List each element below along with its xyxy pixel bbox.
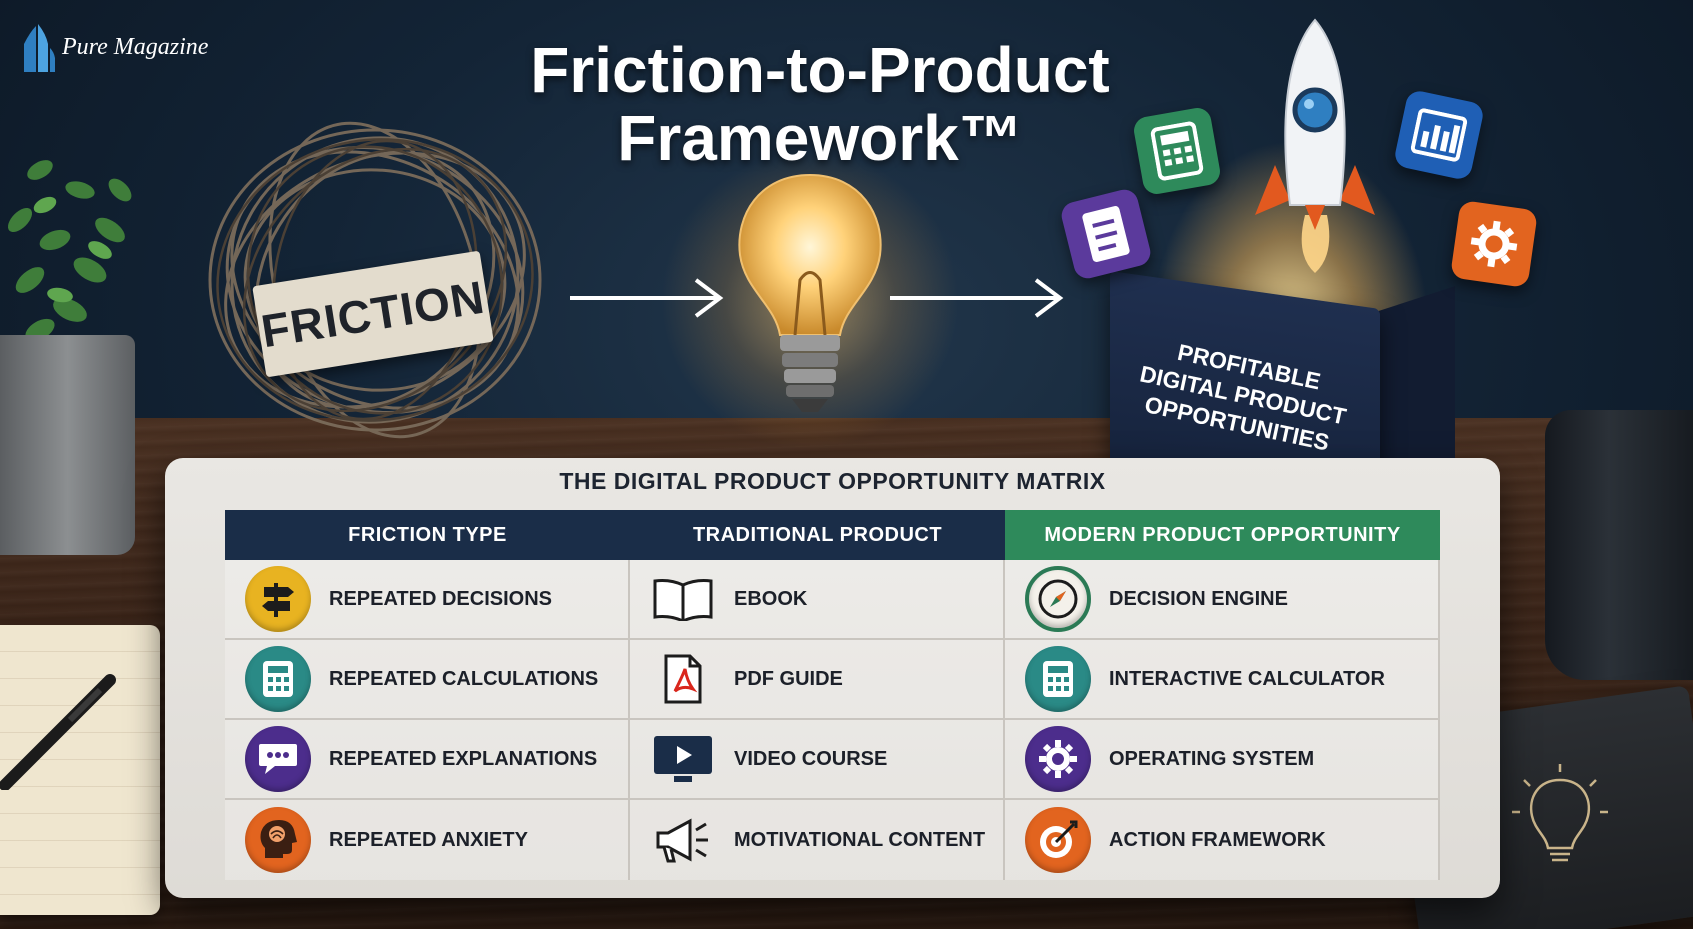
traditional-label: MOTIVATIONAL CONTENT — [734, 828, 986, 851]
modern-label: ACTION FRAMEWORK — [1109, 828, 1326, 851]
header-friction-type: FRICTION TYPE — [225, 510, 630, 560]
traditional-label: EBOOK — [734, 587, 808, 610]
modern-label: DECISION ENGINE — [1109, 587, 1288, 610]
pen-icon — [0, 674, 116, 790]
plant-pot — [0, 335, 135, 555]
traditional-label: VIDEO COURSE — [734, 747, 888, 770]
megaphone-icon — [650, 812, 716, 868]
table-cell: PDF GUIDE — [630, 640, 1005, 720]
brand-name: Pure Magazine — [62, 33, 209, 60]
checklist-icon — [1058, 186, 1154, 282]
modern-label: OPERATING SYSTEM — [1109, 747, 1315, 770]
table-cell: REPEATED CALCULATIONS — [225, 640, 630, 720]
calculator-icon — [245, 646, 311, 712]
open-book-icon — [650, 571, 716, 627]
table-cell: REPEATED DECISIONS — [225, 560, 630, 640]
matrix-title: THE DIGITAL PRODUCT OPPORTUNITY MATRIX — [559, 468, 1106, 494]
opportunity-matrix-card: THE DIGITAL PRODUCT OPPORTUNITY MATRIX F… — [165, 458, 1500, 898]
arrow-right-icon — [570, 278, 724, 318]
header-modern-opportunity: MODERN PRODUCT OPPORTUNITY — [1005, 510, 1440, 560]
potted-plant-icon — [7, 160, 132, 342]
skyline-logo-icon — [24, 24, 55, 72]
table-cell: INTERACTIVE CALCULATOR — [1005, 640, 1440, 720]
table-cell: MOTIVATIONAL CONTENT — [630, 800, 1005, 880]
page-title: Friction-to-Product Framework™ — [500, 36, 1140, 172]
table-cell: REPEATED ANXIETY — [225, 800, 630, 880]
calculator-icon — [1131, 105, 1223, 197]
light-bulb-sketch-icon — [1512, 764, 1608, 862]
title-line-1: Friction-to-Product — [530, 34, 1110, 106]
friction-label: REPEATED ANXIETY — [329, 828, 528, 851]
gear-icon — [1449, 199, 1539, 289]
compass-icon — [1025, 566, 1091, 632]
header-traditional-product: TRADITIONAL PRODUCT — [630, 510, 1005, 560]
gear-icon — [1025, 726, 1091, 792]
video-monitor-icon — [650, 731, 716, 787]
dashboard-icon — [1392, 88, 1486, 182]
brand-logo[interactable]: Pure Magazine — [22, 22, 208, 72]
table-cell: ACTION FRAMEWORK — [1005, 800, 1440, 880]
table-cell: DECISION ENGINE — [1005, 560, 1440, 640]
table-cell: OPERATING SYSTEM — [1005, 720, 1440, 800]
calculator-icon — [1025, 646, 1091, 712]
opportunity-matrix: FRICTION TYPE TRADITIONAL PRODUCT MODERN… — [225, 510, 1440, 880]
friction-label: REPEATED EXPLANATIONS — [329, 747, 598, 770]
speech-bubble-icon — [245, 726, 311, 792]
head-brain-icon — [245, 807, 311, 873]
traditional-label: PDF GUIDE — [734, 667, 843, 690]
title-line-2: Framework™ — [617, 102, 1023, 174]
table-cell: EBOOK — [630, 560, 1005, 640]
friction-label: REPEATED DECISIONS — [329, 587, 552, 610]
friction-label: REPEATED CALCULATIONS — [329, 667, 599, 690]
light-bulb-icon — [738, 173, 882, 412]
coffee-mug — [1545, 410, 1693, 680]
table-cell: REPEATED EXPLANATIONS — [225, 720, 630, 800]
modern-label: INTERACTIVE CALCULATOR — [1109, 667, 1385, 690]
pdf-file-icon — [650, 651, 716, 707]
target-icon — [1025, 807, 1091, 873]
signpost-icon — [245, 566, 311, 632]
rocket-icon — [1255, 18, 1375, 273]
arrow-right-icon — [890, 278, 1064, 318]
table-cell: VIDEO COURSE — [630, 720, 1005, 800]
